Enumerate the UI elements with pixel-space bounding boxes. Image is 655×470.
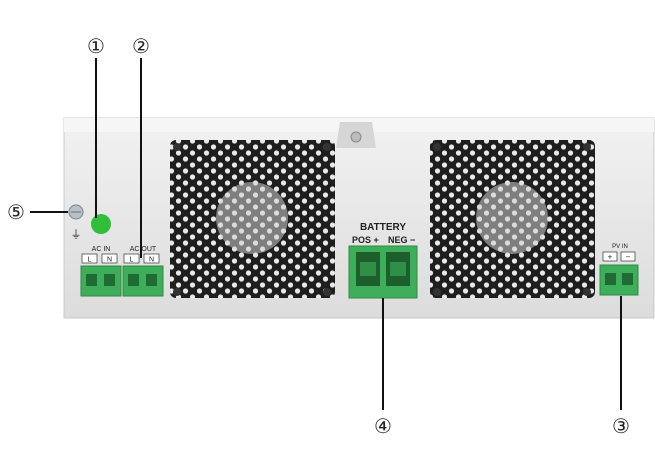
pv-in-label: PV IN (612, 244, 628, 250)
fan-grille-right (430, 140, 595, 298)
battery-neg-label: NEG − (388, 235, 415, 245)
callout-5: ⑤ (7, 200, 25, 224)
battery-pos-label: POS + (352, 235, 379, 245)
ac-out-l-label: L (130, 257, 134, 264)
ground-screw: ⏚ (68, 204, 84, 241)
ac-in-terminal: AC IN L N (80, 246, 122, 297)
callout-2: ② (132, 34, 150, 58)
battery-terminal: BATTERY POS + NEG − (348, 222, 418, 299)
callout-lines (30, 58, 622, 410)
ac-in-label: AC IN (92, 246, 111, 253)
status-led (91, 214, 111, 234)
ac-out-n-label: N (149, 257, 154, 264)
callout-4: ④ (374, 414, 392, 438)
pv-in-terminal: PV IN + − (599, 244, 639, 296)
battery-label: BATTERY (360, 222, 406, 233)
callout-1: ① (87, 34, 105, 58)
callout-3: ③ (612, 414, 630, 438)
ac-in-l-label: L (88, 257, 92, 264)
bracket-screw (350, 131, 362, 143)
fan-grille-left (170, 140, 335, 298)
pv-minus-label: − (626, 253, 631, 262)
ac-out-terminal: AC OUT L N (122, 246, 164, 297)
ac-in-n-label: N (107, 257, 112, 264)
ground-symbol-icon: ⏚ (71, 228, 82, 241)
pv-plus-label: + (608, 253, 613, 262)
ac-out-label: AC OUT (130, 246, 157, 253)
